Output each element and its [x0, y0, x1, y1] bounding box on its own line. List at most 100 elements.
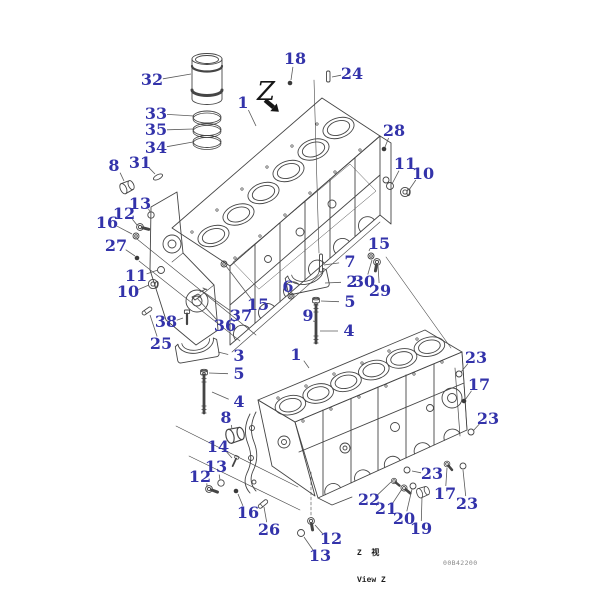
callout-28: 28: [382, 121, 406, 140]
callout-34: 34: [144, 138, 168, 157]
leader-line-30: [367, 259, 373, 275]
callout-15: 15: [367, 234, 391, 253]
view-note-line1: Z 视: [357, 549, 380, 558]
callout-16: 16: [236, 503, 260, 522]
callout-18: 18: [283, 49, 307, 68]
callout-23: 23: [464, 348, 488, 367]
callout-2: 2: [346, 272, 358, 291]
leader-line-29: [377, 265, 380, 284]
leader-line-24: [331, 74, 342, 78]
leader-line-38: [176, 317, 184, 321]
leader-line-5: [320, 300, 340, 303]
upper-cylinder-block-drawing: [149, 97, 392, 353]
leader-line-13: [148, 208, 151, 213]
leader-line-6: [290, 292, 294, 295]
callout-38: 38: [154, 312, 178, 331]
callout-1: 1: [290, 345, 302, 364]
callout-16: 16: [95, 213, 119, 232]
leader-line-10: [408, 179, 417, 191]
leader-line-1: [303, 360, 310, 369]
callout-11: 11: [124, 266, 148, 285]
leader-line-28: [384, 137, 389, 148]
leader-line-31: [148, 167, 156, 175]
callout-14: 14: [206, 437, 230, 456]
callout-8: 8: [108, 156, 120, 175]
leader-line-20: [406, 488, 413, 512]
leader-line-32: [162, 73, 192, 80]
leader-line-18: [290, 66, 294, 81]
callout-5: 5: [344, 292, 356, 311]
leader-line-26: [263, 506, 268, 523]
callout-23: 23: [455, 494, 479, 513]
callout-12: 12: [319, 529, 343, 548]
callout-27: 27: [104, 236, 128, 255]
small-parts: [117, 70, 475, 537]
leader-line-13: [218, 474, 221, 481]
lower-cylinder-block-drawing: [244, 329, 468, 506]
leader-line-19: [420, 496, 423, 522]
callout-13: 13: [204, 457, 228, 476]
callout-35: 35: [144, 120, 168, 139]
construction-lines: [136, 79, 452, 516]
leader-line-23: [462, 469, 467, 497]
leader-line-11: [391, 170, 400, 185]
leader-line-10: [138, 284, 150, 290]
callout-17: 17: [433, 484, 457, 503]
leader-line-16: [237, 493, 244, 507]
leader-line-3: [217, 351, 229, 355]
callout-21: 21: [374, 499, 398, 518]
leader-line-2: [324, 281, 342, 284]
leader-line-23: [411, 470, 422, 474]
callout-11: 11: [393, 154, 417, 173]
callout-37: 37: [229, 306, 253, 325]
callout-12: 12: [112, 204, 136, 223]
callout-12: 12: [188, 467, 212, 486]
leader-line-34: [166, 141, 194, 148]
leader-line-4: [211, 391, 229, 400]
callout-15: 15: [246, 295, 270, 314]
callout-5: 5: [233, 364, 245, 383]
part-piston-rings: [192, 110, 222, 150]
callout-26: 26: [257, 520, 281, 539]
callout-22: 22: [357, 490, 381, 509]
callout-8: 8: [220, 408, 232, 427]
callout-23: 23: [420, 464, 444, 483]
leader-line-36: [196, 297, 218, 321]
leader-line-17: [445, 467, 448, 487]
leader-line-25: [149, 314, 158, 337]
leader-line-14: [226, 451, 233, 459]
callout-7: 7: [344, 252, 356, 271]
callout-23: 23: [476, 409, 500, 428]
leader-line-5: [208, 372, 229, 375]
callout-6: 6: [282, 277, 294, 296]
leader-line-22: [377, 481, 392, 496]
callout-10: 10: [116, 282, 140, 301]
leader-line-1: [248, 109, 257, 127]
callout-30: 30: [352, 272, 376, 291]
leader-line-23: [460, 363, 469, 373]
leader-line-16: [116, 225, 133, 235]
callout-17: 17: [467, 375, 491, 394]
leader-line-33: [166, 114, 195, 117]
leader-line-37: [204, 292, 232, 313]
callout-36: 36: [213, 316, 237, 335]
callout-19: 19: [409, 519, 433, 538]
callout-31: 31: [128, 153, 152, 172]
callout-3: 3: [233, 346, 245, 365]
leader-line-12: [314, 524, 323, 534]
leader-line-8: [119, 172, 125, 182]
callout-24: 24: [340, 64, 364, 83]
callout-20: 20: [392, 509, 416, 528]
callout-4: 4: [233, 392, 245, 411]
leader-line-27: [125, 249, 136, 257]
leader-line-23: [472, 423, 480, 432]
callout-1: 1: [237, 93, 249, 112]
callout-25: 25: [149, 334, 173, 353]
leader-line-11: [146, 269, 159, 275]
leader-line-15: [225, 265, 252, 300]
callout-33: 33: [144, 104, 168, 123]
leader-line-13: [303, 536, 314, 551]
